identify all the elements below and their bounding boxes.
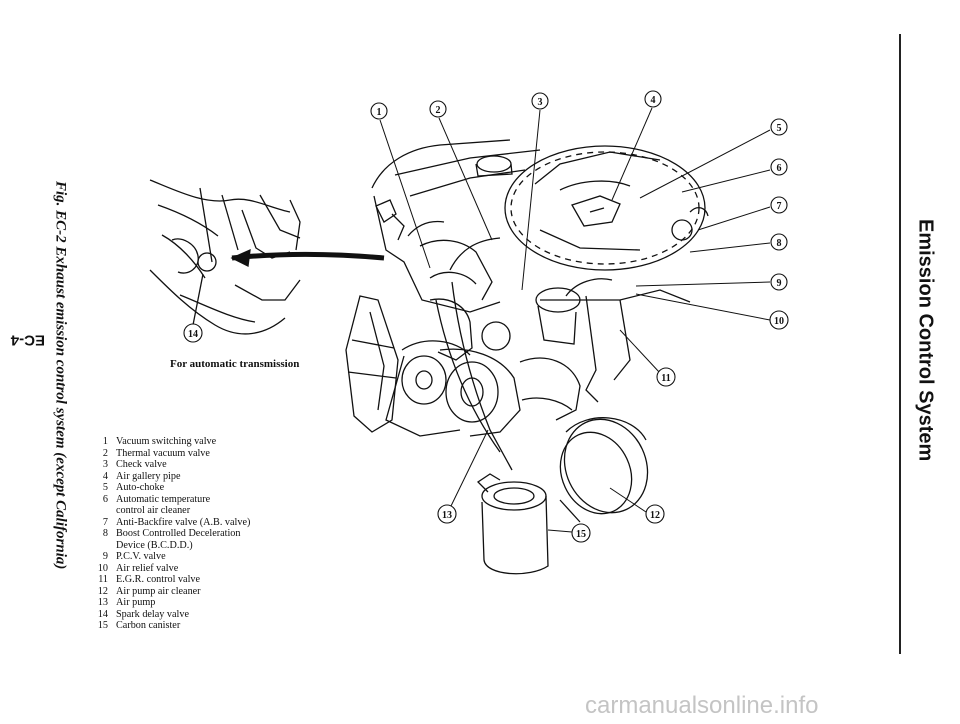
- legend-number: 1: [102, 436, 108, 447]
- callout-10: 10: [769, 310, 789, 330]
- legend-item: 8 Boost Controlled Deceleration Device (B…: [86, 528, 286, 551]
- legend-number: 3: [102, 459, 108, 470]
- section-title: Emission Control System: [914, 218, 937, 462]
- callout-5: 5: [770, 118, 788, 136]
- callout-7: 7: [770, 196, 788, 214]
- svg-text:14: 14: [188, 329, 198, 340]
- legend-label: Anti-Backfire valve (A.B. valve): [116, 516, 251, 528]
- legend-label: P.C.V. valve: [116, 551, 166, 562]
- svg-text:12: 12: [650, 510, 660, 521]
- legend-number: 12: [97, 585, 108, 597]
- svg-text:3: 3: [538, 97, 543, 108]
- svg-text:4: 4: [651, 95, 656, 106]
- legend-item: 4 Air gallery pipe: [86, 471, 286, 483]
- callout-1: 1: [370, 102, 388, 120]
- callout-2: 2: [429, 100, 447, 118]
- legend-number: 2: [102, 447, 108, 459]
- legend-item: 11 E.G.R. control valve: [86, 574, 286, 586]
- callout-15: 15: [571, 523, 591, 543]
- legend-number: 15: [97, 620, 108, 631]
- legend-item: 9 P.C.V. valve: [86, 551, 286, 563]
- svg-text:11: 11: [661, 373, 670, 384]
- legend-label: Air pump: [116, 597, 156, 608]
- legend-number: 6: [102, 493, 108, 505]
- legend-item: 14 Spark delay valve: [86, 609, 286, 621]
- svg-text:2: 2: [436, 105, 441, 116]
- callout-4: 4: [644, 90, 662, 108]
- callout-11: 11: [656, 367, 676, 387]
- legend-label: Carbon canister: [116, 620, 181, 631]
- legend-item: 2 Thermal vacuum valve: [86, 448, 286, 460]
- legend-number: 11: [98, 574, 108, 585]
- legend-item: 3 Check valve: [86, 459, 286, 471]
- legend-item: 15 Carbon canister: [86, 620, 286, 632]
- figure-caption: Fig. EC-2 Exhaust emission control syste…: [52, 180, 69, 570]
- callout-12: 12: [645, 504, 665, 524]
- callout-3: 3: [531, 92, 549, 110]
- legend-item: 5 Auto-choke: [86, 482, 286, 494]
- legend-number: 10: [97, 562, 108, 574]
- callout-6: 6: [770, 158, 788, 176]
- svg-text:1: 1: [377, 107, 382, 118]
- legend-label: Spark delay valve: [116, 608, 189, 620]
- air-pump-air-cleaner: [559, 417, 649, 523]
- inset-caption: For automatic transmission: [170, 358, 300, 370]
- legend-item: 7 Anti-Backfire valve (A.B. valve): [86, 517, 286, 529]
- legend-item: 10 Air relief valve: [86, 563, 286, 575]
- svg-text:6: 6: [777, 163, 782, 174]
- legend-label: Air pump air cleaner: [116, 585, 201, 597]
- callout-leaders: [379, 107, 771, 533]
- legend-label: E.G.R. control valve: [116, 574, 201, 585]
- callout-8: 8: [770, 233, 788, 251]
- legend-label: Vacuum switching valve: [116, 436, 217, 447]
- legend-label: Thermal vacuum valve: [116, 447, 210, 459]
- carbon-canister: [476, 473, 549, 575]
- legend-label: Automatic temperature control air cleane…: [116, 493, 211, 517]
- legend-number: 8: [102, 528, 108, 539]
- air-pump: [385, 340, 471, 437]
- svg-text:13: 13: [442, 510, 452, 521]
- legend-number: 5: [102, 482, 108, 493]
- svg-text:7: 7: [777, 201, 782, 212]
- legend-number: 4: [102, 470, 108, 482]
- legend-label: Auto-choke: [116, 482, 165, 493]
- legend-label: Boost Controlled Deceleration Device (B.…: [116, 528, 241, 551]
- legend-label: Air relief valve: [116, 562, 179, 574]
- legend-label: Check valve: [116, 459, 167, 470]
- inset-detail: [149, 179, 301, 335]
- engine-block: [345, 139, 691, 437]
- callout-9: 9: [770, 273, 788, 291]
- callout-13: 13: [437, 504, 457, 524]
- parts-legend: 1 Vacuum switching valve 2 Thermal vacuum v…: [86, 436, 286, 632]
- legend-item: 1 Vacuum switching valve: [86, 436, 286, 448]
- watermark: carmanualsonline.info: [585, 692, 819, 719]
- svg-text:15: 15: [576, 529, 586, 540]
- svg-text:5: 5: [777, 123, 782, 134]
- legend-item: 13 Air pump: [86, 597, 286, 609]
- legend-number: 14: [97, 608, 108, 620]
- svg-text:8: 8: [777, 238, 782, 249]
- svg-text:9: 9: [777, 278, 782, 289]
- svg-text:10: 10: [774, 316, 784, 327]
- legend-label: Air gallery pipe: [116, 470, 181, 482]
- legend-number: 7: [102, 516, 108, 528]
- legend-item: 6 Automatic temperature control air clean…: [86, 494, 286, 517]
- legend-number: 13: [97, 597, 108, 608]
- callout-14: 14: [183, 323, 203, 343]
- margin-rule: [899, 34, 901, 654]
- legend-item: 12 Air pump air cleaner: [86, 586, 286, 598]
- legend-number: 9: [102, 551, 108, 562]
- air-cleaner: [504, 145, 709, 271]
